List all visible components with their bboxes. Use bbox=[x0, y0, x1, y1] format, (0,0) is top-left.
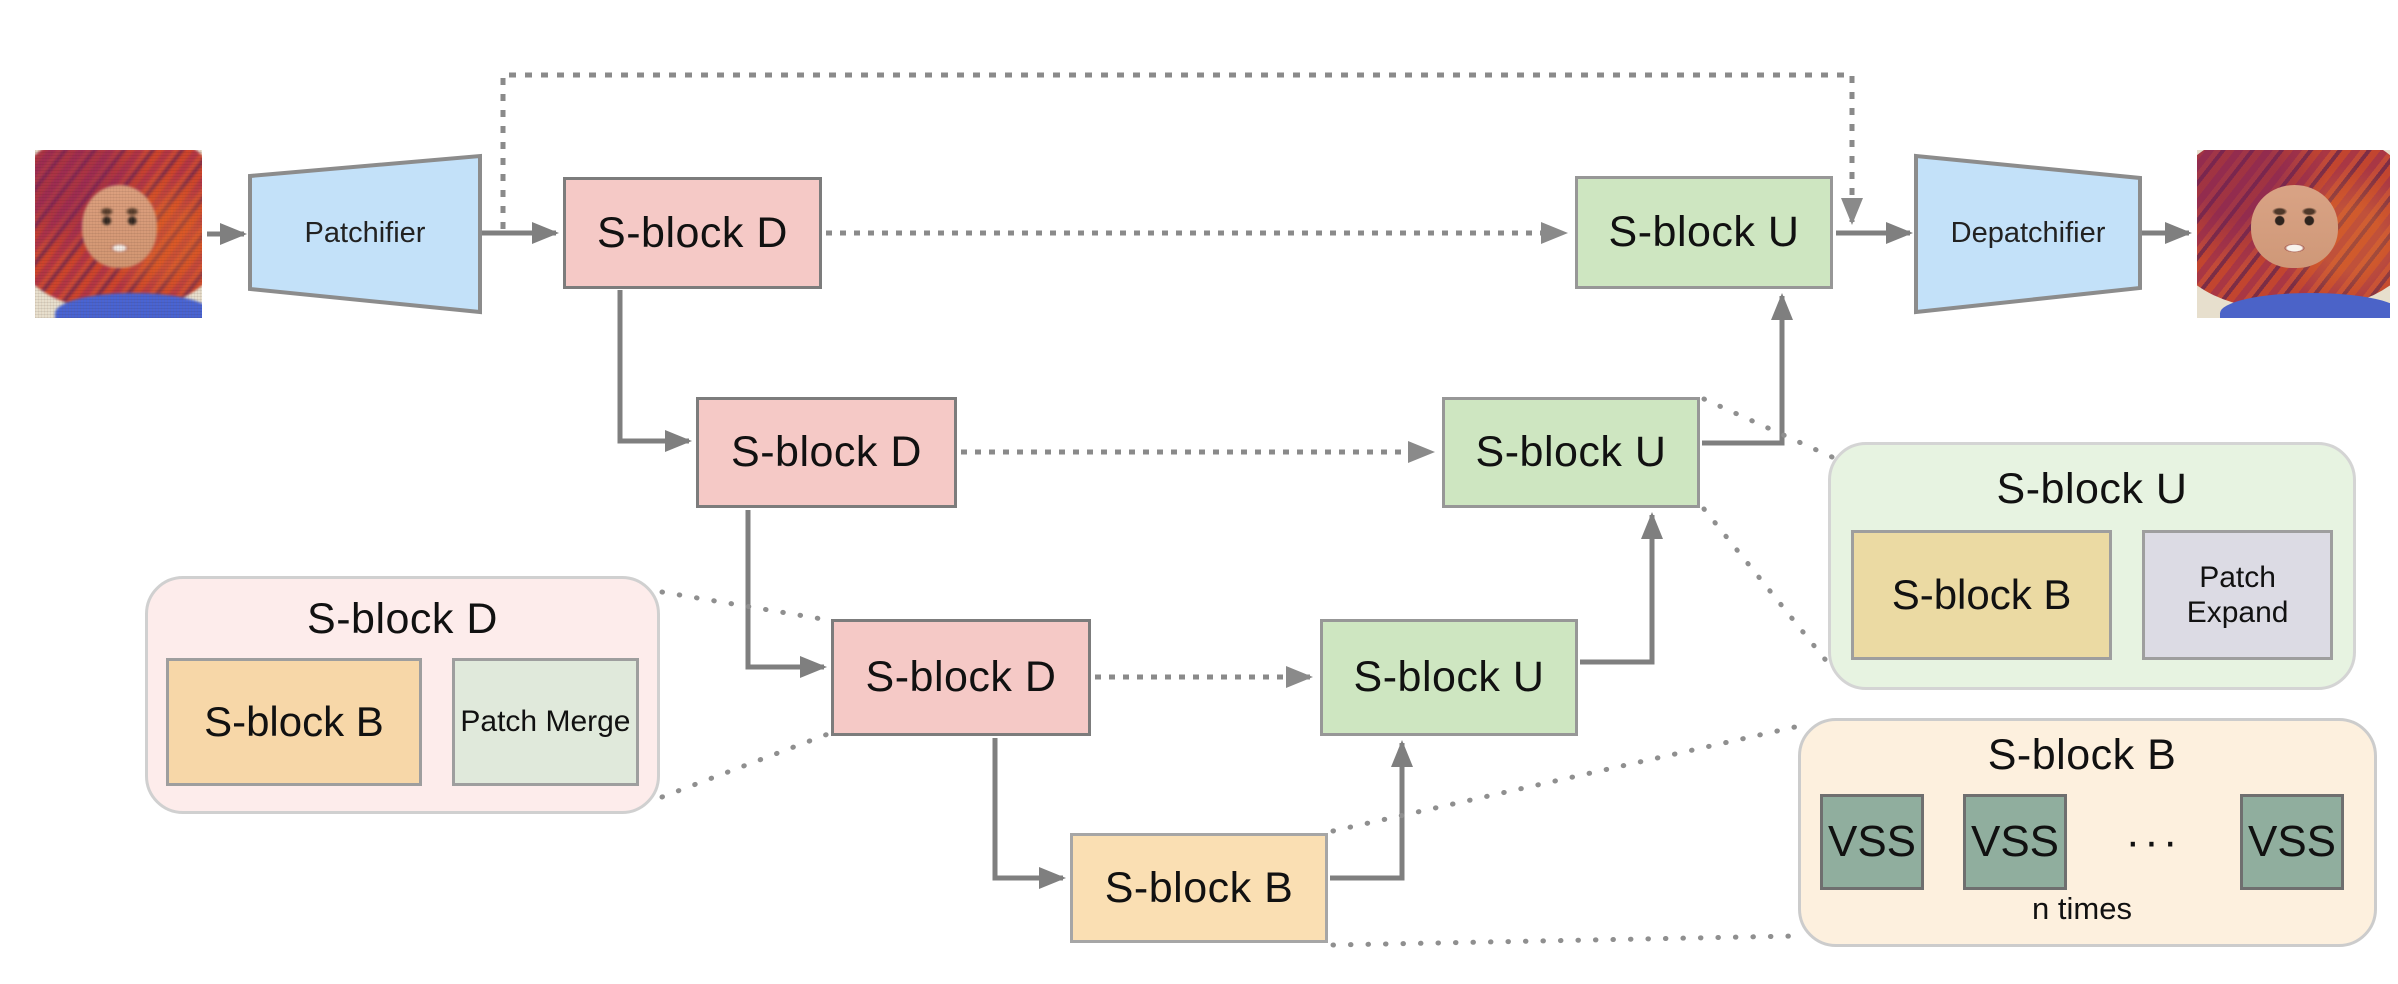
input-image-noisy bbox=[35, 150, 202, 318]
legend-u-row: S-block B Patch Expand bbox=[1851, 530, 2333, 660]
callout-legend-d-bottom bbox=[659, 731, 831, 800]
output-image-clean bbox=[2197, 150, 2390, 318]
patchifier-label: Patchifier bbox=[304, 216, 426, 249]
legend-s-block-b: S-block B VSS VSS ··· VSS n times bbox=[1798, 718, 2377, 947]
legend-b-title: S-block B bbox=[1987, 731, 2177, 779]
depatchifier-label: Depatchifier bbox=[1950, 216, 2106, 249]
decoder-block-u3: S-block U bbox=[1320, 619, 1578, 736]
patchifier-trapezoid bbox=[248, 153, 482, 315]
output-image-content bbox=[2197, 150, 2390, 318]
arrow-u3-to-u2 bbox=[1580, 512, 1663, 665]
legend-u-title: S-block U bbox=[1996, 465, 2188, 513]
legend-d-title: S-block D bbox=[307, 595, 498, 643]
vss-block-1: VSS bbox=[1820, 794, 1924, 890]
arrow-b-to-u3 bbox=[1330, 740, 1413, 881]
callout-legend-b-bottom bbox=[1330, 933, 1798, 948]
vss-ellipsis: ··· bbox=[2125, 817, 2182, 866]
legend-u-patch-expand: Patch Expand bbox=[2142, 530, 2333, 660]
legend-d-row: S-block B Patch Merge bbox=[166, 658, 639, 786]
bottleneck-block-b: S-block B bbox=[1070, 833, 1328, 943]
decoder-block-u2: S-block U bbox=[1442, 397, 1700, 508]
legend-u-sblock-b: S-block B bbox=[1851, 530, 2113, 660]
noise-overlay bbox=[35, 150, 202, 318]
legend-s-block-d: S-block D S-block B Patch Merge bbox=[145, 576, 660, 814]
arrow-d3-to-b bbox=[992, 738, 1066, 889]
encoder-block-d2: S-block D bbox=[696, 397, 957, 508]
arrow-d1-to-d2 bbox=[617, 290, 692, 452]
callout-legend-d-top bbox=[659, 589, 831, 623]
depatchifier-trapezoid bbox=[1914, 153, 2142, 315]
face bbox=[81, 185, 157, 268]
face bbox=[2251, 185, 2338, 268]
arrow-d2-to-d3 bbox=[745, 510, 827, 678]
callout-legend-u-bottom bbox=[1701, 506, 1835, 671]
vss-block-2: VSS bbox=[1963, 794, 2067, 890]
decoder-block-u1: S-block U bbox=[1575, 176, 1833, 289]
encoder-block-d1: S-block D bbox=[563, 177, 822, 289]
legend-b-repeat-note: n times bbox=[2032, 891, 2132, 926]
arrow-u2-to-u1 bbox=[1702, 293, 1793, 446]
input-image-content bbox=[35, 150, 202, 318]
legend-s-block-u: S-block U S-block B Patch Expand bbox=[1828, 442, 2356, 690]
encoder-block-d3: S-block D bbox=[831, 619, 1091, 736]
callout-legend-u-top bbox=[1701, 396, 1835, 460]
vss-block-3: VSS bbox=[2240, 794, 2344, 890]
legend-d-patch-merge: Patch Merge bbox=[451, 658, 639, 786]
legend-d-sblock-b: S-block B bbox=[166, 658, 422, 786]
legend-b-vss-row: VSS VSS ··· VSS bbox=[1820, 794, 2344, 890]
